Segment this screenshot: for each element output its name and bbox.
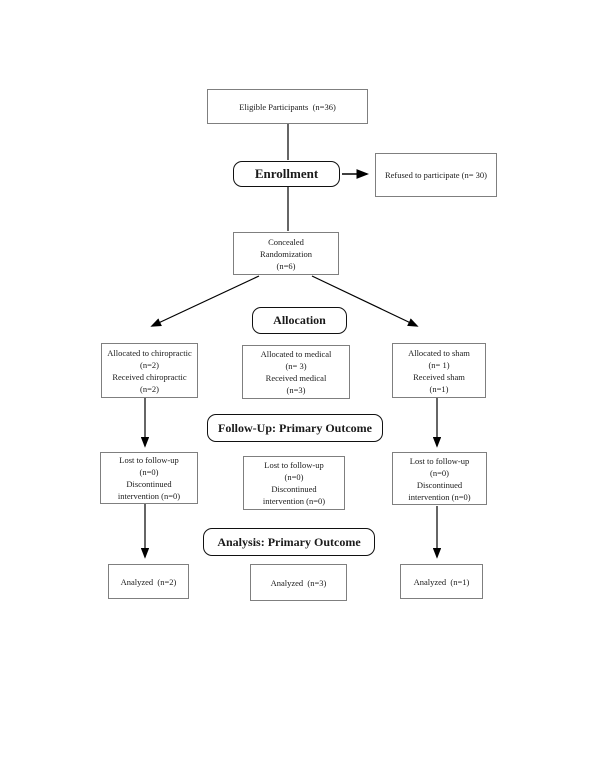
- allocated-medical-line: (n= 3): [285, 361, 307, 371]
- followup-left-line: Discontinued: [126, 479, 172, 489]
- allocated-medical-line: Allocated to medical: [260, 349, 332, 359]
- allocated-sham-box: Allocated to sham (n= 1) Received sham (…: [392, 343, 486, 398]
- eligible-participants-text: Eligible Participants (n=36): [239, 101, 336, 112]
- refused-text: Refused to participate (n= 30): [384, 170, 488, 180]
- allocated-sham-line: Allocated to sham: [408, 347, 470, 358]
- allocated-medical-line: Received medical: [265, 373, 327, 383]
- analyzed-middle-box: Analyzed (n=3): [250, 564, 347, 601]
- analyzed-right-box: Analyzed (n=1): [400, 564, 483, 599]
- analysis-label-text: Analysis: Primary Outcome: [217, 534, 361, 549]
- allocated-sham-line: Received sham: [413, 371, 465, 382]
- allocated-medical-box: Allocated to medical (n= 3) Received med…: [242, 345, 350, 399]
- analyzed-left-text: Analyzed (n=2): [120, 576, 177, 587]
- allocated-medical-line: (n=3): [286, 385, 306, 395]
- followup-right-line: (n=0): [430, 467, 449, 478]
- allocated-chiropractic-box: Allocated to chiropractic (n=2) Received…: [101, 343, 198, 398]
- followup-right-line: intervention (n=0): [408, 491, 471, 502]
- eligible-participants-box: Eligible Participants (n=36): [207, 89, 368, 124]
- randomization-text-line2: Randomization: [260, 248, 312, 259]
- allocated-chiropractic-line: Received chiropractic: [112, 371, 187, 382]
- allocated-sham-line: (n=1): [429, 383, 449, 394]
- randomization-box: Concealed Randomization (n=6): [233, 232, 339, 275]
- allocated-chiropractic-line: Allocated to chiropractic: [107, 347, 192, 358]
- allocated-chiropractic-line: (n=2): [140, 359, 159, 370]
- randomization-text-line1: Concealed: [268, 236, 304, 247]
- followup-left-line: intervention (n=0): [117, 491, 181, 501]
- allocation-label-text: Allocation: [273, 313, 326, 327]
- followup-middle-line: intervention (n=0): [262, 496, 326, 506]
- followup-right-line: Lost to follow-up: [409, 455, 470, 466]
- enrollment-label: Enrollment: [233, 161, 340, 187]
- followup-left-line: Lost to follow-up: [119, 455, 179, 465]
- allocation-label: Allocation: [252, 307, 347, 334]
- analyzed-right-text: Analyzed (n=1): [413, 576, 470, 587]
- refused-box: Refused to participate (n= 30): [375, 153, 497, 197]
- allocated-sham-line: (n= 1): [428, 359, 450, 370]
- followup-label-text: Follow-Up: Primary Outcome: [218, 420, 372, 435]
- followup-middle-line: Discontinued: [271, 484, 317, 494]
- randomization-n-text: (n=6): [276, 260, 296, 271]
- followup-label: Follow-Up: Primary Outcome: [207, 414, 383, 442]
- followup-middle-line: Lost to follow-up: [264, 460, 324, 470]
- analysis-label: Analysis: Primary Outcome: [203, 528, 375, 556]
- followup-right-box: Lost to follow-up (n=0) Discontinued int…: [392, 452, 487, 505]
- enrollment-label-text: Enrollment: [254, 166, 319, 181]
- analyzed-middle-text: Analyzed (n=3): [270, 577, 327, 588]
- followup-right-line: Discontinued: [416, 479, 463, 490]
- followup-middle-box: Lost to follow-up (n=0) Discontinued int…: [243, 456, 345, 510]
- followup-left-line: (n=0): [139, 467, 159, 477]
- followup-left-box: Lost to follow-up (n=0) Discontinued int…: [100, 452, 198, 504]
- arrow-randomization-to-chiropractic: [150, 275, 260, 327]
- allocated-chiropractic-line: (n=2): [140, 383, 159, 394]
- followup-middle-line: (n=0): [284, 472, 304, 482]
- analyzed-left-box: Analyzed (n=2): [108, 564, 189, 599]
